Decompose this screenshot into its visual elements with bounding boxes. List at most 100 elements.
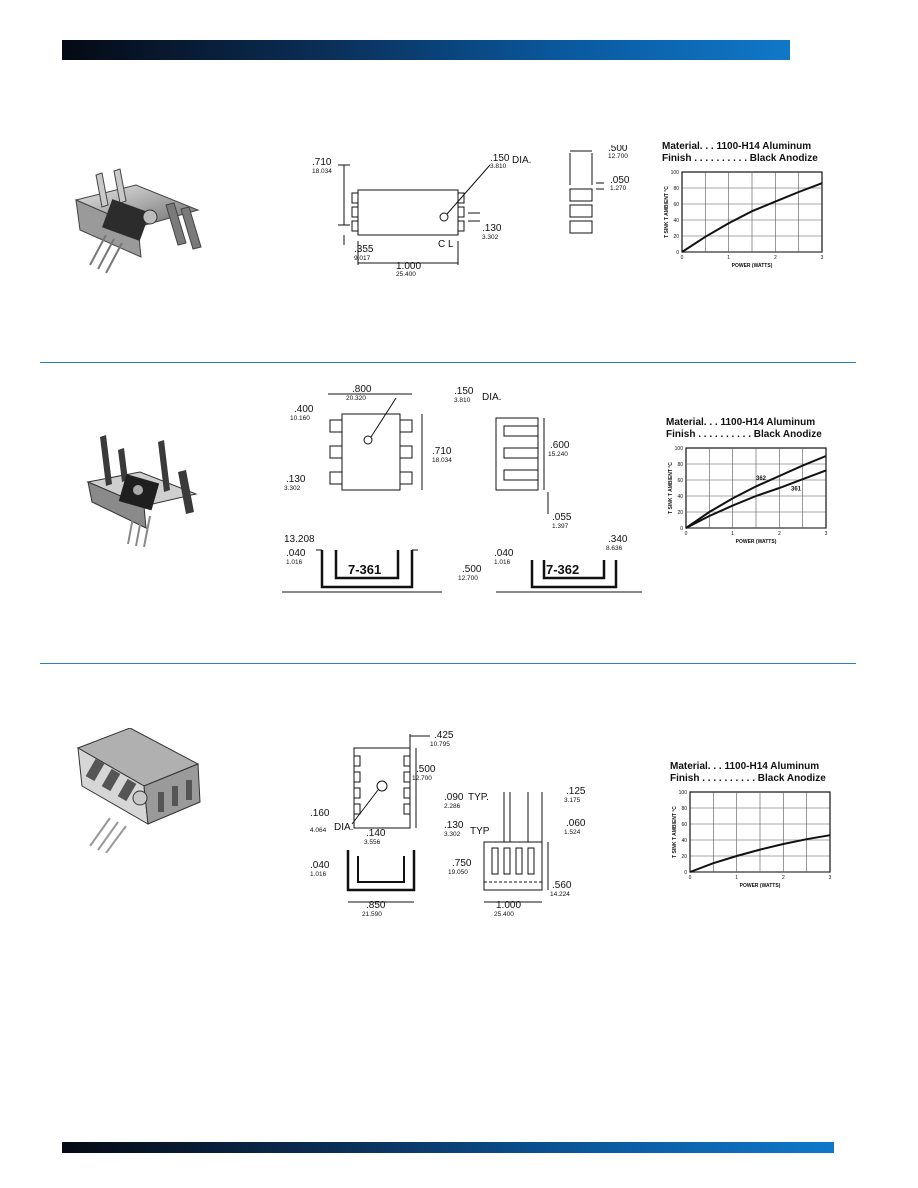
dim-11-mm: 19.050 [448, 869, 468, 876]
dim-3-mm: 4.064 [310, 827, 327, 834]
x-tick-label: 1 [727, 255, 730, 261]
dim-7-text: .050 [610, 175, 630, 186]
dim-6-mm: 15.240 [548, 451, 568, 458]
dim-13-mm: 25.400 [494, 911, 514, 918]
dim-11-text: .750 [452, 858, 472, 869]
y-tick-label: 0 [680, 526, 683, 532]
dim-5-text: .130 [286, 474, 306, 485]
heatsink-photo-3 [76, 728, 201, 853]
finish-text: Finish . . . . . . . . . . Black Anodize [666, 429, 822, 440]
y-tick-label: 20 [673, 234, 679, 240]
series-label-361: 361 [791, 486, 802, 492]
dim-5-text: .130 [482, 223, 502, 234]
material-text: Material. . . 1100-H14 Aluminum [666, 417, 815, 428]
dim-9-text: .040 [286, 548, 306, 559]
y-tick-label: 80 [673, 186, 679, 192]
material-text: Material. . . 1100-H14 Aluminum [670, 761, 819, 772]
dim-5-text: .040 [310, 860, 330, 871]
dim-7-mm: 2.286 [444, 803, 461, 810]
dimension-drawing-3: .425 10.795 .500 12.700 .160 4.064 DIA. … [310, 730, 586, 918]
dimension-drawing-2: .800 20.320 .150 3.810 DIA. .400 10.160 … [282, 384, 642, 593]
dim-5-mm: 3.302 [284, 485, 301, 492]
dim-6-text: .500 [608, 145, 628, 154]
y-tick-label: 100 [675, 446, 684, 452]
y-tick-label: 0 [684, 870, 687, 876]
finish-text: Finish . . . . . . . . . . Black Anodize [670, 773, 826, 784]
dim-8-mm: 3.175 [564, 797, 581, 804]
dim-11-text: .040 [494, 548, 514, 559]
header-gradient-bar [62, 40, 790, 60]
centerline-label: C L [438, 239, 454, 250]
dim-1-text: .710 [312, 157, 332, 168]
thermal-chart-1: Material. . . 1100-H14 Aluminum Finish .… [662, 141, 824, 269]
dim-4-text: 1.000 [396, 261, 421, 272]
dim-12-text: .340 [608, 534, 628, 545]
y-tick-label: 80 [677, 462, 683, 468]
x-tick-label: 1 [735, 875, 738, 881]
dim-8-text: .125 [566, 786, 586, 797]
y-axis-label: T SINK T AMBIENT °C [664, 186, 670, 238]
series-line-361 [685, 469, 827, 529]
dim-7-text: .055 [552, 512, 572, 523]
y-tick-label: 40 [681, 838, 687, 844]
dim-6-text: .850 [366, 900, 386, 911]
dim-4-mm: 18.034 [432, 457, 452, 464]
dim-7-mm: 1.270 [610, 185, 627, 192]
dim-3-text: .355 [354, 244, 374, 255]
y-tick-label: 60 [681, 822, 687, 828]
x-tick-label: 2 [774, 255, 777, 261]
dimension-drawing-1: .710 18.034 .150 3.810 DIA. .355 9.017 1… [312, 145, 630, 278]
dim-11-mm: 1.016 [494, 559, 511, 566]
y-tick-label: 80 [681, 806, 687, 812]
dim-12-mm: 8.636 [606, 545, 623, 552]
series-line-362 [685, 455, 827, 529]
y-tick-label: 100 [671, 170, 680, 176]
section-divider-2 [40, 663, 856, 664]
dim-2-text: .150 [490, 153, 510, 164]
y-tick-label: 40 [677, 494, 683, 500]
x-tick-label: 0 [689, 875, 692, 881]
dim-1-mm: 18.034 [312, 168, 332, 175]
dim-2-mm: 3.810 [490, 163, 507, 170]
series-label-362: 362 [756, 476, 767, 482]
dim-2-text: .150 [454, 386, 474, 397]
dim-3-text: .160 [310, 808, 330, 819]
thermal-chart-2: Material. . . 1100-H14 Aluminum Finish .… [666, 417, 828, 545]
x-tick-label: 1 [731, 531, 734, 537]
dim-10-mm: 1.524 [564, 829, 581, 836]
dim-6-mm: 21.590 [362, 911, 382, 918]
typ-label: TYP. [468, 792, 489, 803]
y-tick-label: 100 [679, 790, 688, 796]
dim-9-text: .130 [444, 820, 464, 831]
y-tick-label: 40 [673, 218, 679, 224]
dim-1-text: .800 [352, 384, 372, 395]
heatsink-photo-2 [86, 435, 198, 547]
heatsink-photo-1 [74, 168, 202, 274]
dim-10-text: .500 [462, 564, 482, 575]
dim-2-text: .500 [416, 764, 436, 775]
series-line-0 [681, 182, 823, 253]
dim-12-text: .560 [552, 880, 572, 891]
x-tick-label: 2 [778, 531, 781, 537]
series-line-0 [689, 834, 831, 873]
dim-3-mm: 9.017 [354, 255, 371, 262]
dim-4-mm: 3.556 [364, 839, 381, 846]
dim-6-mm: 12.700 [608, 153, 628, 160]
dim-4-text: .140 [366, 828, 386, 839]
section-divider-1 [40, 362, 856, 363]
finish-text: Finish . . . . . . . . . . Black Anodize [662, 153, 818, 164]
y-tick-label: 60 [673, 202, 679, 208]
dim-7-mm: 1.397 [552, 523, 569, 530]
part-label-7-361: 7-361 [348, 562, 381, 577]
dim-8-text: 13.208 [284, 534, 315, 545]
footer-gradient-bar [62, 1142, 834, 1153]
dim-6-text: .600 [550, 440, 570, 451]
dim-10-mm: 12.700 [458, 575, 478, 582]
x-axis-label: POWER (WATTS) [740, 883, 781, 889]
dim-dia-text: DIA. [512, 155, 531, 166]
dim-2-mm: 12.700 [412, 775, 432, 782]
material-text: Material. . . 1100-H14 Aluminum [662, 141, 811, 152]
dim-5-mm: 3.302 [482, 234, 499, 241]
dim-dia-text: DIA. [482, 392, 501, 403]
dim-9-mm: 1.016 [286, 559, 303, 566]
